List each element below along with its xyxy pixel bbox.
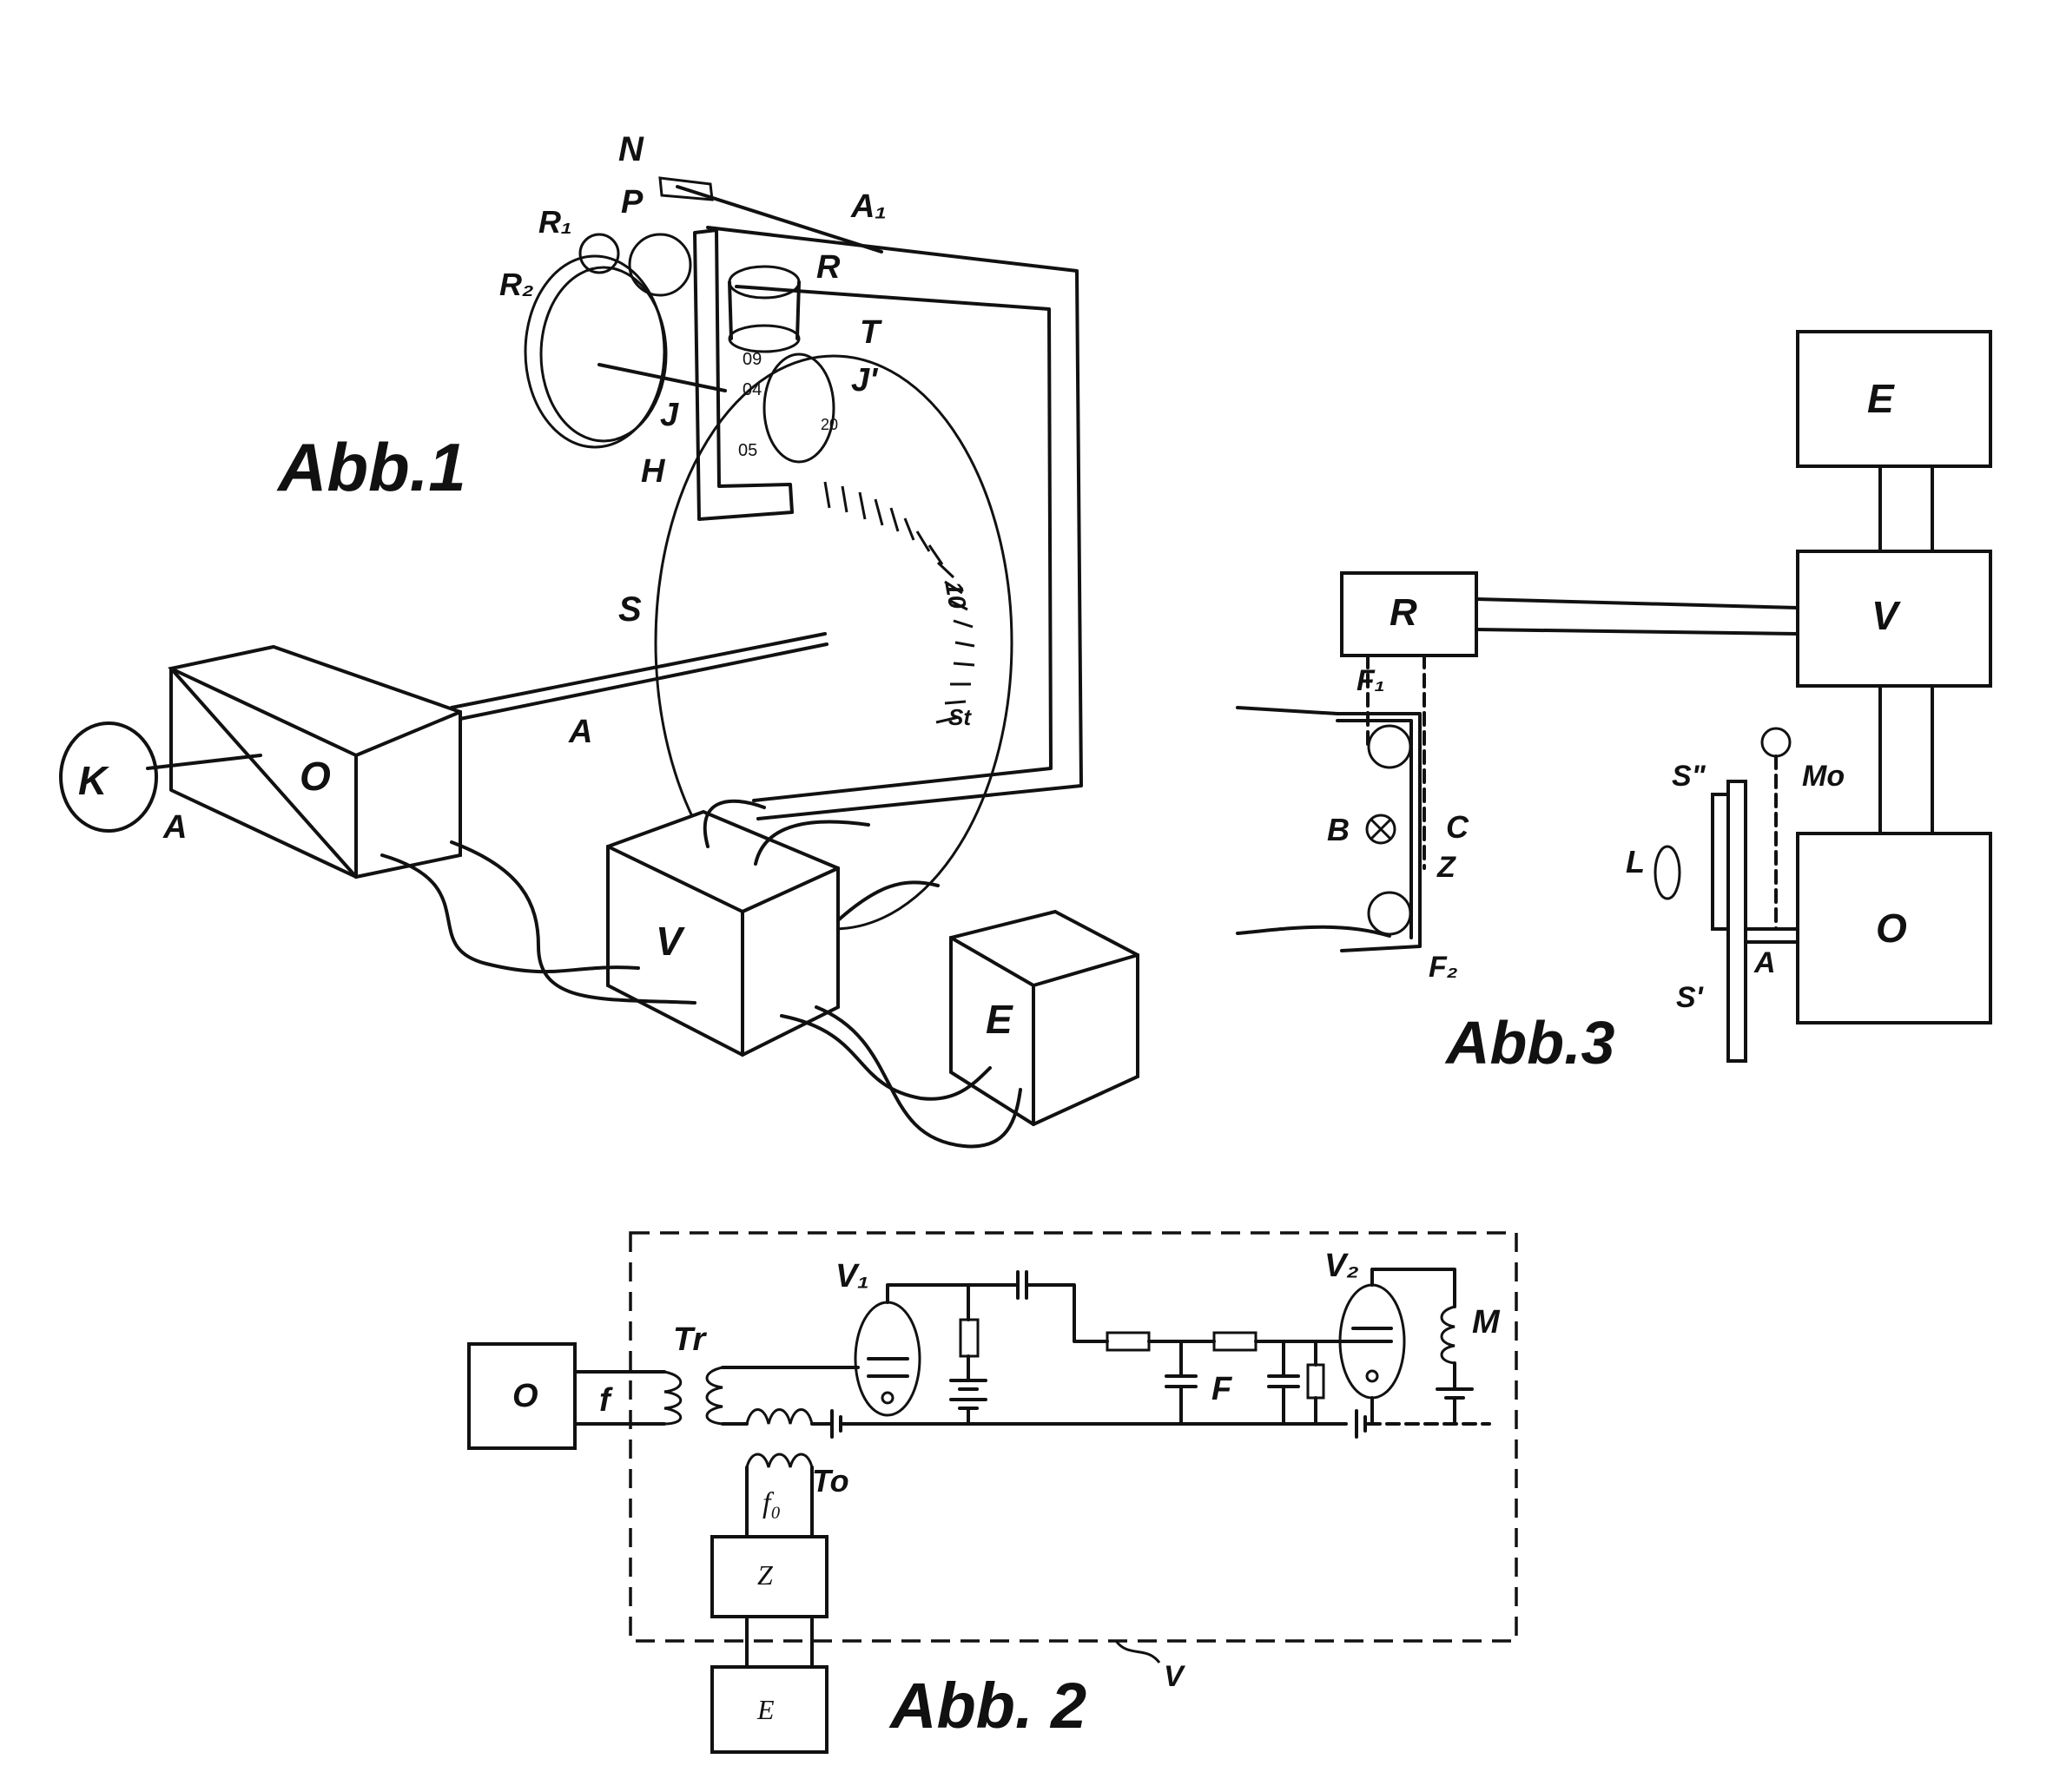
fig1-label-J1: J' <box>851 362 879 399</box>
fig2-label-O: O <box>512 1378 538 1414</box>
fig2-label-V2: V₂ <box>1324 1248 1359 1284</box>
drum-digit-3: 20 <box>821 416 838 433</box>
fig1-label-R: R <box>816 249 841 286</box>
lamp-B <box>1365 814 1396 845</box>
fig1-cables <box>380 799 1022 1149</box>
lens-L <box>1654 845 1681 900</box>
fig2-label-V1: V₁ <box>835 1258 869 1295</box>
fig3-label-F2: F₂ <box>1429 951 1458 984</box>
fig2-label-f: f <box>599 1382 613 1419</box>
fig2-label-E: E <box>756 1694 775 1725</box>
fig2-label-M: M <box>1472 1304 1501 1341</box>
scale-ticks <box>823 481 975 724</box>
fig3-label-E: E <box>1867 376 1895 421</box>
fig1-label-V: V <box>656 919 685 964</box>
fig2-label-To: To <box>812 1463 849 1499</box>
fig1-caption: Abb.1 <box>276 429 466 505</box>
fig3-label-Z: Z <box>1436 851 1456 884</box>
fig1-label-S: S <box>618 590 642 629</box>
screen-S1 <box>1726 780 1747 1063</box>
box-V <box>606 809 840 1057</box>
fig2-box-E <box>710 1665 828 1754</box>
fig2-box-Z <box>710 1535 828 1618</box>
fig1-label-R2: R₂ <box>499 267 534 302</box>
fig1-label-O: O <box>300 754 331 799</box>
fig2-label-fo: f₀ <box>762 1487 781 1519</box>
motor-Mo <box>1760 727 1792 758</box>
box-E <box>949 909 1139 1127</box>
fig1-label-K: K <box>78 758 109 803</box>
screen-S2 <box>1711 793 1730 931</box>
fig1-label-H: H <box>641 453 666 490</box>
figure-2: Abb. 2 V O f Tr To f₀ Z E V₁ <box>467 1231 1518 1754</box>
fig2-label-Z: Z <box>757 1559 774 1591</box>
fig3-label-A: A <box>1753 946 1776 979</box>
counter-mechanism: 09 04 20 05 <box>728 265 838 464</box>
knob-K <box>59 721 158 833</box>
fig1-scale-number: 10 <box>941 580 972 611</box>
fig2-label-F: F <box>1211 1371 1233 1407</box>
fig1-label-E: E <box>986 997 1013 1042</box>
fig2-box-O <box>467 1342 577 1450</box>
figure-3: Abb.3 E V O R F₁ F₂ B C Z S" S' <box>1236 330 1992 1077</box>
fig3-box-V <box>1796 550 1992 688</box>
fig3-box-E <box>1796 330 1992 468</box>
drum-digit-2: 04 <box>743 380 762 399</box>
fig3-label-B: B <box>1327 812 1350 847</box>
fig3-label-L: L <box>1626 844 1645 880</box>
drum-digit-4: 05 <box>738 441 757 460</box>
fig3-label-Mo: Mo <box>1802 760 1845 793</box>
fig1-label-P: P <box>621 184 644 221</box>
fig3-caption: Abb.3 <box>1444 1009 1615 1077</box>
fig2-caption: Abb. 2 <box>888 1670 1086 1742</box>
fig3-label-F1: F₁ <box>1357 664 1385 697</box>
figure-1: Abb.1 10 St A 09 <box>59 130 1139 1149</box>
fig3-label-V: V <box>1871 593 1901 638</box>
fig3-label-C: C <box>1446 809 1469 845</box>
fig2-label-Tr: Tr <box>673 1321 708 1358</box>
drum-digit-1: 09 <box>743 350 762 369</box>
fig1-label-A1: A₁ <box>850 188 887 225</box>
fig1-label-N: N <box>618 130 644 168</box>
fig1-label-A-arm: A <box>568 714 592 750</box>
fig3-box-R <box>1340 571 1478 657</box>
fig3-label-O: O <box>1876 906 1907 951</box>
fig1-label-St: St <box>948 704 972 730</box>
fig3-label-S1: S' <box>1676 981 1705 1014</box>
fig1-label-A-shaft: A <box>162 809 187 846</box>
fig2-label-V: V <box>1164 1660 1186 1693</box>
enclosure-V <box>629 1231 1518 1643</box>
fig1-label-R1: R₁ <box>538 204 572 240</box>
fig3-label-S2: S" <box>1672 760 1706 793</box>
fig1-label-J: J <box>660 397 679 433</box>
fig1-label-T: T <box>860 314 882 351</box>
fig3-label-R: R <box>1390 591 1417 634</box>
